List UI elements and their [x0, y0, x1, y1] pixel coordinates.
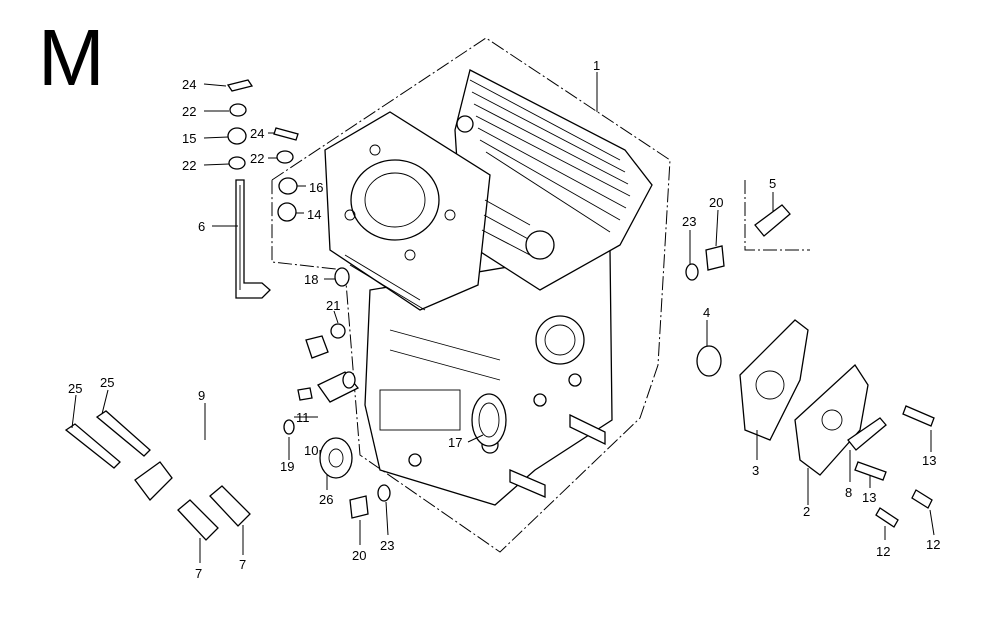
breather-outline: [744, 180, 810, 251]
drain-bolt-lower: [349, 484, 391, 519]
drain-bolt-upper: [685, 245, 725, 281]
washer-19: [283, 419, 295, 435]
callout-12b: 12: [926, 537, 940, 552]
callout-13a: 13: [862, 490, 876, 505]
rubber-sleeves: [177, 485, 251, 541]
oil-switch: [297, 371, 360, 403]
assembly-outline: [271, 37, 671, 553]
oil-pump-cover: [794, 364, 869, 476]
callout-13b: 13: [922, 453, 936, 468]
callout-4: 4: [703, 305, 710, 320]
callout-16: 16: [309, 180, 323, 195]
bolts-13: [854, 405, 935, 481]
callout-25b: 25: [100, 375, 114, 390]
callout-22a: 22: [182, 104, 196, 119]
callout-22b: 22: [182, 158, 196, 173]
callout-9: 9: [198, 388, 205, 403]
oil-gauge-rod: [235, 179, 271, 299]
callout-8: 8: [845, 485, 852, 500]
callout-25a: 25: [68, 381, 82, 396]
callout-7a: 7: [195, 566, 202, 581]
callout-14: 14: [307, 207, 321, 222]
o-ring: [334, 267, 350, 287]
callout-7b: 7: [239, 557, 246, 572]
callout-12a: 12: [876, 544, 890, 559]
callout-22c: 22: [250, 151, 264, 166]
callout-18: 18: [304, 272, 318, 287]
nut: [330, 323, 346, 339]
lever: [847, 417, 887, 451]
callout-1: 1: [593, 58, 600, 73]
plug-cap: [696, 345, 722, 377]
callout-10: 10: [304, 443, 318, 458]
callout-26: 26: [319, 492, 333, 507]
callout-labels: 1 24 22 15 24 22 22 16 14 6 18 21 9 25 2…: [68, 58, 940, 581]
callout-24b: 24: [250, 126, 264, 141]
callout-20a: 20: [709, 195, 723, 210]
callout-11: 11: [296, 410, 310, 425]
callout-21: 21: [326, 298, 340, 313]
callout-20b: 20: [352, 548, 366, 563]
callout-3: 3: [752, 463, 759, 478]
callout-19: 19: [280, 459, 294, 474]
oil-pipe: [134, 335, 329, 501]
bearing: [319, 437, 353, 479]
flange-bolts-12: [875, 489, 933, 528]
callout-23b: 23: [380, 538, 394, 553]
leader-lines: [71, 72, 935, 563]
callout-24a: 24: [182, 77, 196, 92]
long-bolts: [64, 410, 151, 469]
gasket: [739, 319, 809, 441]
callout-17: 17: [448, 435, 462, 450]
oil-seal: [471, 393, 507, 447]
callout-2: 2: [803, 504, 810, 519]
callout-15: 15: [182, 131, 196, 146]
cylinder-block: [324, 69, 653, 506]
section-letter: M: [38, 13, 105, 102]
callout-6: 6: [198, 219, 205, 234]
callout-5: 5: [769, 176, 776, 191]
callout-23a: 23: [682, 214, 696, 229]
washer-stack: [226, 79, 299, 222]
